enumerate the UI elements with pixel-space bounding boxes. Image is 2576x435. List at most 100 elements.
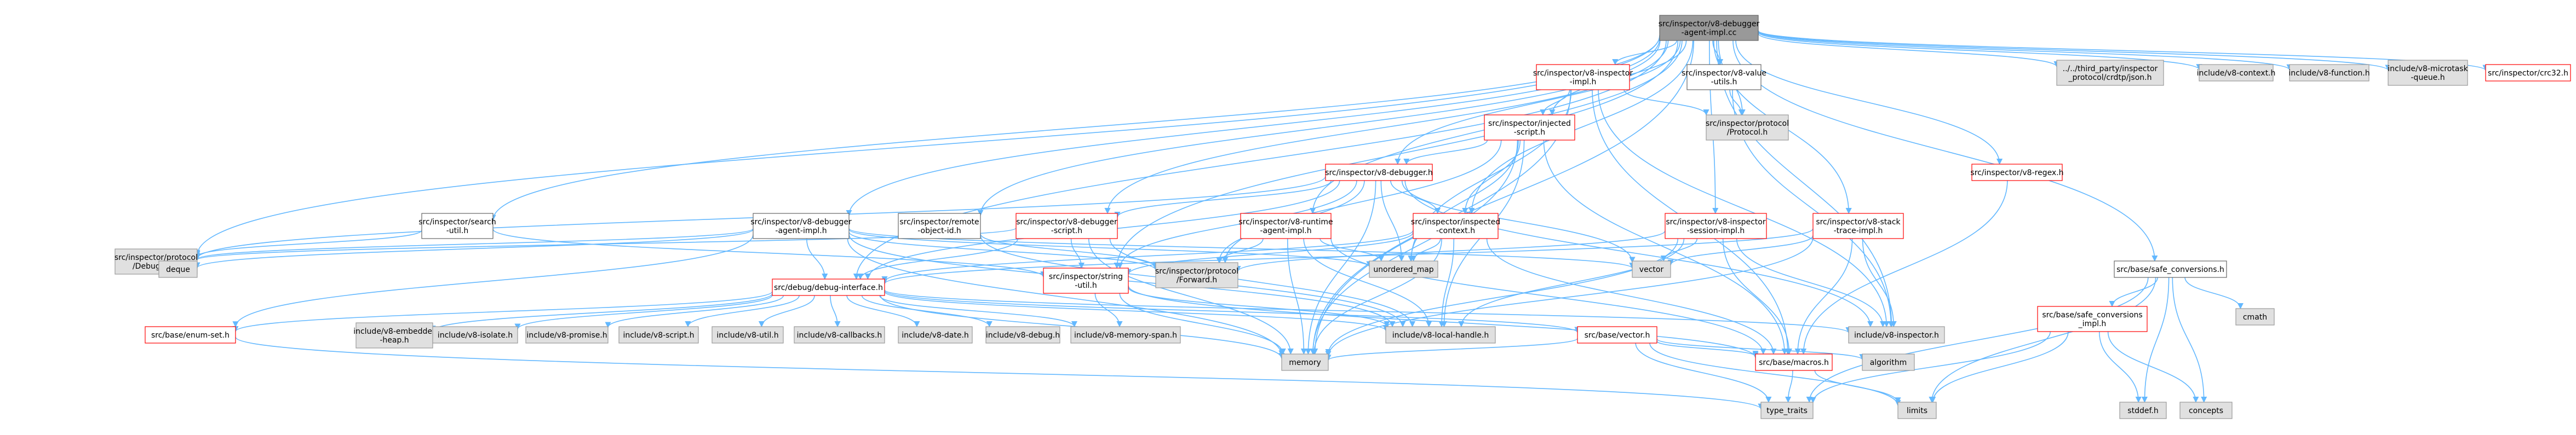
dependency-edge xyxy=(1325,237,1814,357)
node-label: limits xyxy=(1907,407,1927,415)
node-label: include/v8-util.h xyxy=(716,331,778,340)
dependency-edge xyxy=(1794,238,1853,355)
node-v8-regex[interactable]: src/inspector/v8-regex.h xyxy=(1970,164,2064,181)
dependency-edge xyxy=(1758,33,2060,68)
node-label: ../../third_party/inspector xyxy=(2063,65,2158,73)
node-remote-object-id[interactable]: src/inspector/remote-object-id.h xyxy=(898,213,981,239)
node-label: -script.h xyxy=(1051,227,1082,235)
dependency-edge xyxy=(881,230,1414,283)
node-label: include/v8-microtask xyxy=(2388,65,2468,73)
node-label: src/inspector/protocol xyxy=(1155,267,1238,276)
dependency-edge xyxy=(1125,232,1414,275)
node-enum-set[interactable]: src/base/enum-set.h xyxy=(145,326,236,344)
node-label: src/inspector/v8-stack xyxy=(1816,218,1901,227)
node-safe-conv-impl[interactable]: src/base/safe_conversions_impl.h xyxy=(2037,306,2148,332)
dependency-edge xyxy=(1395,40,1681,165)
node-embedder-heap: include/v8-embedder-heap.h xyxy=(353,322,435,349)
node-inspector-impl[interactable]: src/inspector/v8-inspector-impl.h xyxy=(1533,64,1633,90)
node-protocol-protocol: src/inspector/protocol/Protocol.h xyxy=(1706,114,1789,141)
dependency-edge xyxy=(232,234,754,328)
dependency-edge xyxy=(1543,140,1788,355)
node-label: -impl.h xyxy=(1570,78,1597,86)
dependency-edge xyxy=(1403,140,1488,165)
dependency-edge xyxy=(1656,340,1759,357)
node-label: src/inspector/search xyxy=(418,218,496,227)
node-search-util[interactable]: src/inspector/search-util.h xyxy=(418,213,496,239)
node-label: src/inspector/v8-inspector xyxy=(1533,69,1633,78)
dependency-edge xyxy=(1325,338,1578,361)
node-session-impl[interactable]: src/inspector/v8-inspector-session-impl.… xyxy=(1665,213,1767,239)
node-label: include/v8-callbacks.h xyxy=(797,331,882,340)
node-label: include/v8-embedder xyxy=(353,327,435,336)
node-stack-trace[interactable]: src/inspector/v8-stack-trace-impl.h xyxy=(1812,213,1904,239)
node-value-utils[interactable]: src/inspector/v8-value-utils.h xyxy=(1682,64,1766,90)
node-label: -heap.h xyxy=(380,336,409,345)
node-v8-microtask: include/v8-microtask-queue.h xyxy=(2388,60,2469,86)
node-memory-span: include/v8-memory-span.h xyxy=(1070,326,1181,344)
dependency-edge xyxy=(605,295,784,328)
dependency-edge xyxy=(1716,40,1895,328)
dependency-edge xyxy=(1114,180,1332,218)
node-label: src/inspector/v8-value xyxy=(1682,69,1766,78)
node-label: cmath xyxy=(2243,313,2267,322)
dependency-edge xyxy=(1088,238,1294,355)
node-label: src/base/safe_conversions.h xyxy=(2116,265,2224,274)
node-injected-script[interactable]: src/inspector/injected-script.h xyxy=(1484,114,1575,141)
dependency-edge xyxy=(235,337,1764,410)
node-macros[interactable]: src/base/macros.h xyxy=(1755,353,1833,371)
node-debug-interface[interactable]: src/debug/debug-interface.h xyxy=(772,279,885,296)
node-label: include/v8-isolate.h xyxy=(438,331,513,340)
node-label: src/inspector/inspected xyxy=(1411,218,1500,227)
node-debugger-script[interactable]: src/inspector/v8-debugger-script.h xyxy=(1016,213,1118,239)
dependency-edge xyxy=(1114,40,1679,269)
dependency-edge xyxy=(1598,89,1890,328)
node-label: unordered_map xyxy=(1373,265,1433,274)
dependency-edge xyxy=(1128,285,1759,359)
node-label: src/inspector/injected xyxy=(1488,119,1571,128)
node-crc32[interactable]: src/inspector/crc32.h xyxy=(2485,64,2571,82)
dependency-edge xyxy=(1540,89,1570,116)
node-label: include/v8-debug.h xyxy=(986,331,1060,340)
dependency-edge xyxy=(848,229,1373,268)
dependency-edge xyxy=(194,228,754,260)
node-agent-impl-h[interactable]: src/inspector/v8-debugger-agent-impl.h xyxy=(750,213,852,239)
node-v8-debug: include/v8-debug.h xyxy=(985,326,1060,344)
node-vector-h[interactable]: src/base/vector.h xyxy=(1577,326,1657,344)
node-label: src/inspector/string xyxy=(1049,272,1123,281)
node-label: include/v8-local-handle.h xyxy=(1392,331,1489,340)
dependency-edge xyxy=(514,294,773,330)
node-inspected-context[interactable]: src/inspector/inspected-context.h xyxy=(1411,213,1500,239)
node-label: concepts xyxy=(2189,407,2223,415)
node-label: -utils.h xyxy=(1711,78,1737,86)
dependency-edge xyxy=(1319,238,1385,262)
dependency-edge xyxy=(1810,331,2051,403)
node-protocol-forward: src/inspector/protocol/Forward.h xyxy=(1155,262,1238,288)
node-layer: src/inspector/v8-debugger-agent-impl.cc s… xyxy=(114,15,2571,419)
dependency-edge xyxy=(1462,140,1521,214)
dependency-edge xyxy=(1408,140,1519,262)
dependency-edge xyxy=(806,238,828,280)
node-v8-util: include/v8-util.h xyxy=(712,326,784,344)
node-label: type_traits xyxy=(1766,407,1808,415)
node-vector: vector xyxy=(1632,260,1671,278)
node-label: vector xyxy=(1639,265,1664,274)
node-limits: limits xyxy=(1897,402,1937,419)
node-v8-script: include/v8-script.h xyxy=(618,326,699,344)
dependency-edge xyxy=(194,229,754,269)
node-local-handle: include/v8-local-handle.h xyxy=(1385,326,1496,344)
dependency-edge xyxy=(1758,31,2202,71)
dependency-edge xyxy=(2184,277,2244,310)
dependency-edge xyxy=(1800,180,2008,355)
node-safe-conv[interactable]: src/base/safe_conversions.h xyxy=(2114,260,2227,278)
node-runtime-agent[interactable]: src/inspector/v8-runtime-agent-impl.h xyxy=(1238,213,1333,239)
node-cmath: cmath xyxy=(2235,308,2275,326)
node-root[interactable]: src/inspector/v8-debugger-agent-impl.cc xyxy=(1659,15,1760,41)
node-deque: deque xyxy=(158,260,198,278)
node-label: -session-impl.h xyxy=(1687,227,1745,235)
node-v8-debugger[interactable]: src/inspector/v8-debugger.h xyxy=(1325,164,1433,181)
dependency-edge xyxy=(1486,238,1777,355)
node-type-traits: type_traits xyxy=(1760,402,1814,419)
node-string-util[interactable]: src/inspector/string-util.h xyxy=(1043,268,1129,294)
node-label: _protocol/crdtp/json.h xyxy=(2068,73,2152,82)
